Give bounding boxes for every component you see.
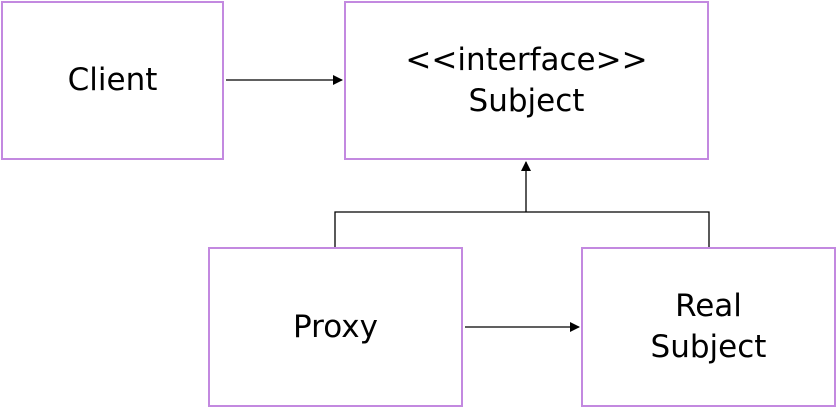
- proxy-label: Proxy: [293, 308, 378, 345]
- real-subject-label-line1: Real: [675, 288, 742, 324]
- real-subject-box: Real Subject: [581, 247, 836, 407]
- subject-stereotype: <<interface>>: [405, 41, 648, 78]
- proxy-box: Proxy: [208, 247, 463, 407]
- client-label: Client: [67, 62, 158, 98]
- subject-label: Subject: [468, 82, 585, 119]
- real-subject-label-line2: Subject: [650, 329, 767, 365]
- client-box: Client: [1, 1, 224, 160]
- subject-interface-box: <<interface>> Subject: [344, 1, 709, 160]
- inheritance-connector: [334, 211, 710, 247]
